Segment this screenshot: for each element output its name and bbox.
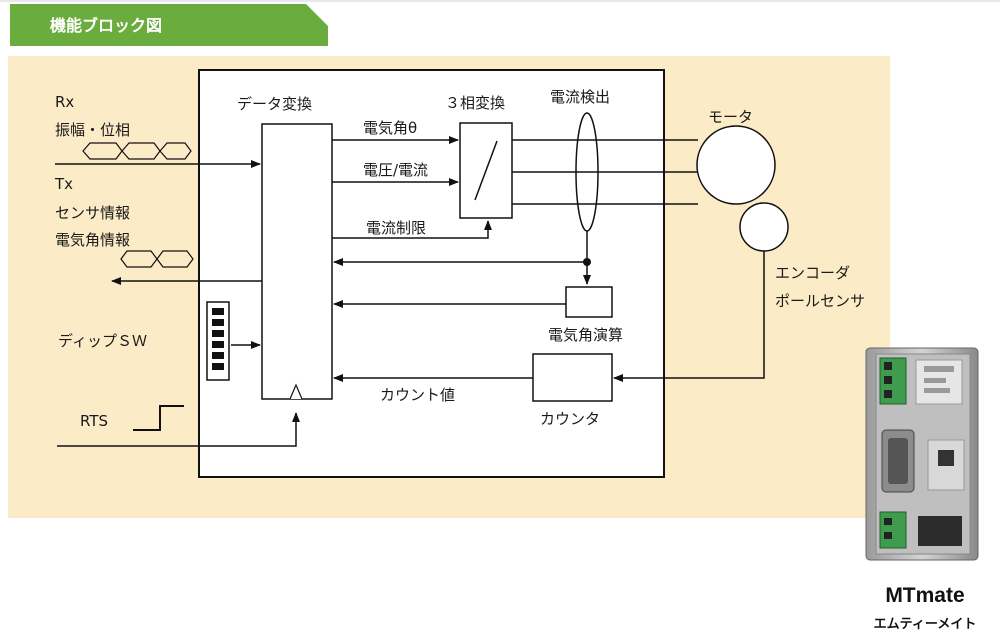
elec-angle-theta-label: 電気角θ	[363, 119, 417, 137]
dip-sw-label: ディップＳＷ	[58, 332, 147, 350]
product-photo	[865, 347, 979, 561]
tx-signal-icon	[120, 250, 194, 268]
data-conversion-label: データ変換	[237, 95, 312, 113]
motor-label: モータ	[708, 108, 753, 126]
three-phase-slash	[474, 140, 498, 201]
title-banner	[10, 4, 328, 46]
amp-phase-label: 振幅・位相	[55, 121, 130, 139]
voltage-current-label: 電圧/電流	[363, 161, 428, 179]
current-detect-label: 電流検出	[550, 88, 610, 106]
current-limit-label: 電流制限	[366, 219, 426, 237]
junction-dot	[583, 258, 591, 266]
rts-label: RTS	[80, 412, 108, 430]
signal-lines	[55, 136, 765, 447]
motor-circle	[696, 125, 776, 205]
elec-angle-calc-label: 電気角演算	[548, 326, 623, 344]
count-value-label: カウント値	[380, 386, 455, 404]
data-conversion-block	[261, 123, 333, 400]
dip-switch-icon	[206, 301, 230, 381]
clock-triangle	[289, 383, 303, 400]
product-kana: エムティーメイト	[874, 617, 977, 632]
product-name: MTmate	[885, 584, 964, 607]
tx-label: Tx	[54, 175, 73, 193]
counter-label: カウンタ	[540, 410, 600, 428]
three-phase-label: ３相変換	[445, 94, 505, 112]
pole-sensor-label: ポールセンサ	[775, 292, 865, 310]
elec-angle-calc-block	[565, 286, 613, 318]
rts-step-icon	[133, 405, 184, 431]
encoder-label: エンコーダ	[775, 264, 850, 282]
encoder-circle	[739, 202, 789, 252]
elec-angle-info-label: 電気角情報	[55, 231, 130, 249]
rx-label: Rx	[55, 93, 74, 111]
counter-block	[532, 353, 613, 402]
rx-signal-icon	[82, 142, 192, 160]
page-title: 機能ブロック図	[50, 16, 162, 35]
sensor-info-label: センサ情報	[55, 204, 130, 222]
